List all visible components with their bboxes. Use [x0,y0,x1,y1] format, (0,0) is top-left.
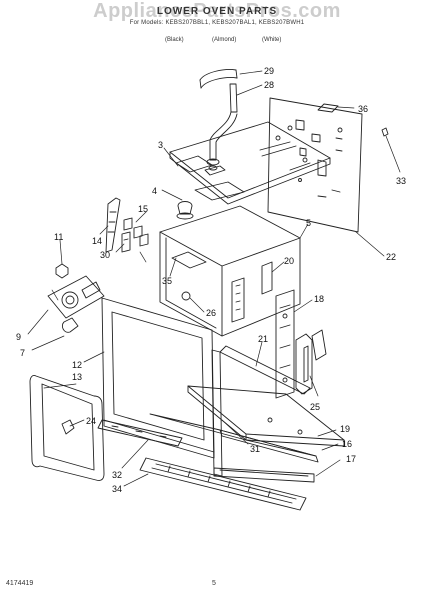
callout-33: 33 [396,176,406,186]
color-almond: (Almond) [212,37,237,43]
document-number: 4174419 [6,580,34,587]
models-line: For Models: KEBS207BBL1, KEBS207BAL1, KE… [129,20,305,26]
callout-22: 22 [386,252,396,262]
callout-17: 17 [346,454,356,464]
callout-12: 12 [72,360,82,370]
callout-25: 25 [310,402,320,412]
callout-4: 4 [152,186,157,196]
bracket-36 [317,103,339,113]
oven-cavity [159,205,301,337]
color-white: (White) [262,37,282,43]
gasket-13 [29,375,105,481]
clip-33 [381,127,389,137]
hinge-25 [295,329,327,395]
part-15a [123,217,133,231]
color-black: (Black) [165,37,184,43]
callout-31: 31 [250,444,260,454]
side-bracket-18 [275,289,295,399]
part-30 [121,231,131,253]
page-number: 5 [212,580,216,587]
callout-20: 20 [284,256,294,266]
callout-21: 21 [258,334,268,344]
vent-trim-17 [213,467,315,483]
callout-3: 3 [158,140,163,150]
callout-24: 24 [86,416,96,426]
callout-9: 9 [16,332,21,342]
clip-24 [61,419,75,435]
callout-36: 36 [358,104,368,114]
page-title: LOWER OVEN PARTS [156,6,278,17]
callout-7: 7 [20,348,25,358]
callout-30: 30 [100,250,110,260]
leader-lines [27,70,401,487]
watermark: AppliancePartsPros.com [93,0,341,22]
light-assembly [47,275,105,333]
callout-29: 29 [264,66,274,76]
bracket-32 [97,419,183,447]
divider-31 [211,349,223,477]
callout-13: 13 [72,372,82,382]
nut-11 [55,263,69,279]
callout-35: 35 [162,276,172,286]
element-4 [176,181,245,220]
callout-19: 19 [340,424,350,434]
bracket-14 [105,197,121,253]
part-15b [133,225,143,239]
callout-26: 26 [206,308,216,318]
part-15c [139,233,149,247]
bottom-panel [149,385,345,463]
callout-labels: 29 28 36 3 33 4 15 14 11 30 5 20 22 35 2… [16,66,406,494]
vent-tube [199,69,238,166]
callout-5: 5 [306,218,311,228]
callout-32: 32 [112,470,122,480]
callout-16: 16 [342,439,352,449]
callout-34: 34 [112,484,122,494]
callout-15: 15 [138,204,148,214]
top-panel [169,121,331,205]
callout-14: 14 [92,236,102,246]
callout-28: 28 [264,80,274,90]
callout-11: 11 [54,232,63,242]
vent-grille-34 [139,457,307,511]
back-panel [267,97,363,233]
callout-18: 18 [314,294,324,304]
rail-21 [219,345,311,395]
